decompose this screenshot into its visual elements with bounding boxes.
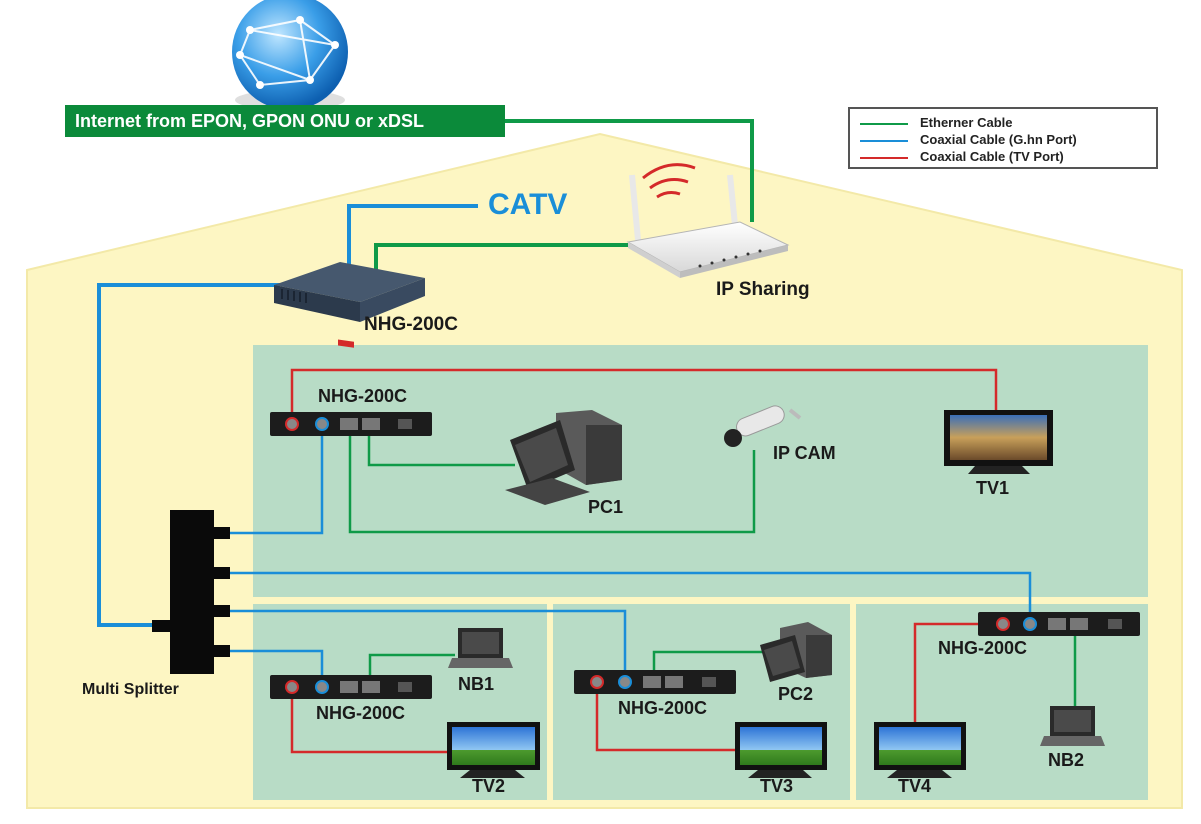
tv1-coax-cable	[290, 368, 998, 418]
pc1-label: PC1	[588, 497, 624, 517]
ipcam-ethernet-cable	[348, 425, 756, 534]
pc2-label: PC2	[778, 684, 814, 704]
tv1-label: TV1	[976, 478, 1010, 498]
legend-item-ghn: Coaxial Cable (G.hn Port)	[860, 132, 1077, 148]
cable-legend: Etherner Cable Coaxial Cable (G.hn Port)…	[848, 107, 1158, 169]
legend-label: Etherner Cable	[920, 115, 1013, 130]
legend-label: Coaxial Cable (G.hn Port)	[920, 132, 1077, 147]
nb1-label: NB1	[458, 674, 495, 694]
tv1-icon	[944, 410, 1053, 474]
ethernet-swatch-icon	[860, 122, 908, 125]
coax-room2	[230, 649, 324, 685]
tv-swatch-icon	[860, 156, 908, 159]
room2-nhg-200c-icon	[270, 675, 432, 699]
tv3-label: TV3	[760, 776, 794, 796]
legend-item-ethernet: Etherner Cable	[860, 115, 1012, 131]
legend-item-tv: Coaxial Cable (TV Port)	[860, 149, 1064, 165]
tv4-label: TV4	[898, 776, 932, 796]
room4-device-label: NHG-200C	[938, 638, 1028, 658]
tv2-label: TV2	[472, 776, 506, 796]
main-nhg-200c-icon	[274, 262, 425, 348]
room1-nhg-200c-icon	[270, 412, 432, 436]
pc2-icon	[760, 622, 832, 682]
pc1-ethernet-cable	[367, 425, 515, 467]
room2-device-label: NHG-200C	[316, 703, 406, 723]
pc2-ethernet-cable	[652, 650, 768, 675]
nb2-icon	[1040, 706, 1105, 746]
nb1-icon	[448, 628, 513, 668]
ip-cam-label: IP CAM	[773, 443, 836, 463]
nb1-ethernet-cable	[368, 653, 455, 683]
room3-nhg-200c-icon	[574, 670, 736, 694]
ip-sharing-router-icon	[626, 163, 790, 278]
tv2-icon	[447, 722, 540, 778]
room1-device-label: NHG-200C	[318, 386, 408, 406]
catv-label: CATV	[488, 188, 568, 221]
tv4-icon	[874, 722, 966, 778]
coax-room4	[230, 571, 1032, 617]
main-nhg-200c-label: NHG-200C	[364, 314, 458, 335]
multi-splitter-label: Multi Splitter	[82, 681, 179, 698]
ip-cam-icon	[724, 405, 802, 447]
internet-cable	[505, 119, 754, 222]
coax-room1	[230, 430, 324, 535]
ghn-swatch-icon	[860, 139, 908, 142]
pc1-icon	[505, 410, 622, 505]
multi-splitter-icon	[152, 510, 230, 674]
nb2-label: NB2	[1048, 750, 1085, 770]
tv3-coax-cable	[595, 688, 740, 752]
ip-sharing-label: IP Sharing	[716, 279, 810, 300]
room3-device-label: NHG-200C	[618, 698, 708, 718]
legend-label: Coaxial Cable (TV Port)	[920, 149, 1064, 164]
tv2-coax-cable	[290, 690, 450, 754]
tv4-coax-cable	[913, 622, 1003, 725]
internet-source-banner: Internet from EPON, GPON ONU or xDSL	[65, 105, 505, 137]
catv-cable	[347, 204, 478, 272]
coax-room3	[230, 609, 627, 680]
internet-globe-icon	[232, 0, 348, 110]
tv3-icon	[735, 722, 827, 778]
trunk-coax-cable	[97, 283, 280, 627]
room4-nhg-200c-icon	[978, 612, 1140, 636]
